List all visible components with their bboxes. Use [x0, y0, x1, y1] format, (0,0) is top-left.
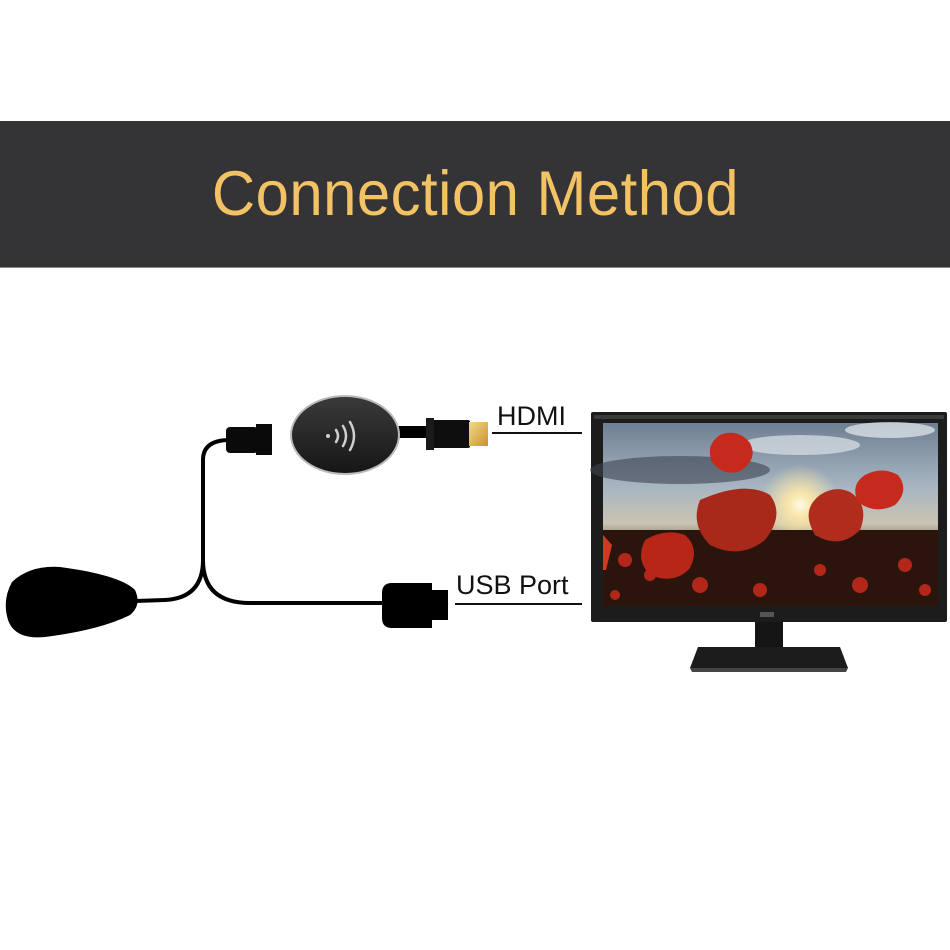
- header-banner: Connection Method: [0, 121, 950, 268]
- antenna: [5, 566, 138, 638]
- brand-logo: [760, 612, 774, 617]
- screen-wallpaper: [590, 422, 938, 606]
- usb-plug: [382, 583, 448, 628]
- hdmi-plug: [426, 418, 488, 450]
- cables: [133, 426, 438, 605]
- micro-usb-plug: [226, 424, 272, 455]
- wifi-signal-icon: [326, 420, 356, 452]
- hdmi-label: HDMI: [497, 401, 566, 431]
- monitor: [590, 412, 947, 672]
- usb-port-label: USB Port: [456, 570, 569, 600]
- page-title: Connection Method: [211, 159, 739, 229]
- dongle: [290, 395, 400, 475]
- poppy-flowers: [603, 432, 904, 579]
